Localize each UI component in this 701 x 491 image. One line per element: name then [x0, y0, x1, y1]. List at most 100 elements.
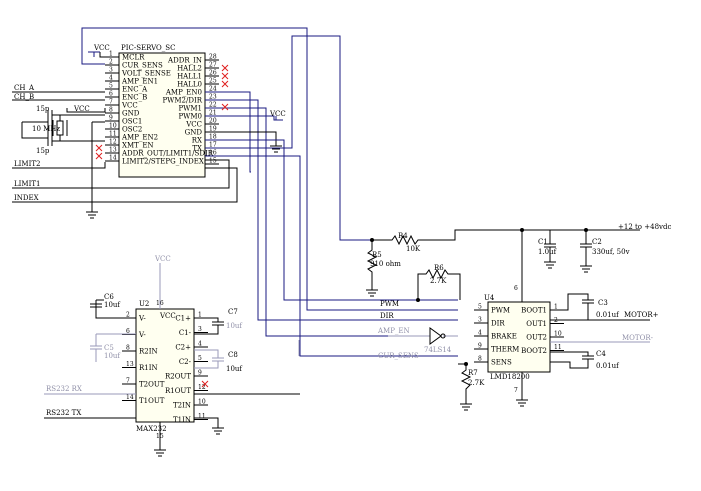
pin-number: 27	[209, 62, 217, 69]
pin-label: BRAKE	[491, 333, 517, 341]
vcc-label-u1: VCC	[93, 44, 110, 52]
junction-dot	[416, 298, 420, 302]
pin-number: 10	[109, 123, 117, 130]
wire-gnd-r	[205, 131, 277, 146]
pin-label: VCC	[185, 121, 202, 129]
ground-icon	[580, 265, 592, 273]
pin-number: 1	[554, 304, 558, 311]
pin-number: 16	[209, 150, 217, 157]
c5-value: 10uf	[104, 352, 121, 360]
pin-number: 26	[209, 70, 217, 77]
c1-ref: C1	[538, 238, 548, 246]
c5-ref: C5	[104, 344, 114, 352]
ground-icon	[154, 449, 166, 457]
pin-label: T2IN	[173, 402, 191, 410]
pin-label: PWM	[491, 307, 510, 315]
dir-label: DIR	[380, 312, 394, 320]
pin-label: V-	[138, 331, 146, 339]
vcc-label-u1r: VCC	[269, 110, 286, 118]
pin-label: PWM0	[178, 113, 202, 121]
rs232-tx-label: RS232 TX	[46, 409, 81, 417]
pin-number: 19	[209, 126, 217, 133]
vcc-label-u2: VCC	[154, 255, 171, 263]
r5-value: 910 ohm	[370, 260, 401, 268]
pin-label: PWM2/DIR	[162, 97, 202, 105]
pin-number: 3	[109, 67, 113, 74]
pin-label: R1OUT	[165, 387, 191, 395]
u2-name: MAX232	[136, 425, 167, 433]
wire-c4	[550, 351, 594, 369]
pin-number: 5	[478, 304, 482, 311]
pin-number: 15	[209, 158, 217, 165]
c5-symbol	[90, 333, 136, 362]
c8-symbol	[194, 349, 224, 369]
pin-number: 7	[126, 378, 130, 385]
vcc-icon	[88, 51, 100, 57]
u1-name: PIC-SERVO_SC	[121, 44, 175, 52]
ground-icon	[270, 145, 282, 153]
pwm-label: PWM	[380, 300, 399, 308]
ground-icon	[86, 211, 98, 219]
pin-label: OUT1	[526, 320, 547, 328]
pin-number: 20	[209, 118, 217, 125]
u2-ref: U2	[139, 300, 149, 308]
pin-label: R2OUT	[165, 373, 191, 381]
u4-name: LMD18200	[490, 373, 530, 381]
ground-icon	[366, 289, 378, 297]
pin-label: C2+	[175, 344, 191, 352]
inverter-label: 74LS14	[424, 346, 452, 354]
pin-number: 1	[109, 51, 113, 58]
pin-number: 7	[109, 99, 113, 106]
pin-label: LIMIT2/STEPG_INDEX	[122, 158, 204, 166]
c4-value: 0.01uf	[596, 362, 620, 370]
pin-number: 10	[198, 399, 206, 406]
pin-number: 2	[109, 59, 113, 66]
pin-label: DIR	[491, 320, 505, 328]
pin-number: 18	[209, 134, 217, 141]
c2-ref: C2	[592, 238, 602, 246]
pin-number: 9	[109, 115, 113, 122]
c7-symbol	[194, 317, 224, 335]
u4-body	[487, 301, 551, 373]
motor-plus-label: MOTOR+	[624, 311, 659, 319]
crystal-label: 10 MHz	[32, 125, 60, 133]
pin-label: R2IN	[139, 348, 158, 356]
wire-out1-c3	[550, 293, 650, 321]
wire-amp-en	[205, 107, 388, 337]
c-osc2-label: 15p	[36, 147, 50, 155]
ground-icon	[460, 403, 472, 411]
pin-number: 22	[209, 102, 217, 109]
vcc-label-osc: VCC	[73, 105, 90, 113]
pin-label: OSC2	[122, 126, 142, 134]
pin-label: C1-	[179, 329, 192, 337]
pin-number: 8	[126, 345, 130, 352]
u4-ref: U4	[484, 294, 495, 302]
r7-ref: R7	[468, 369, 478, 377]
pin-number: 6	[126, 328, 130, 335]
r5-ref: R5	[372, 251, 382, 259]
u2-vcc-pin-label: VCC	[159, 312, 176, 320]
u2-body	[135, 308, 195, 423]
r4-symbol	[372, 229, 640, 246]
c7-ref: C7	[228, 308, 238, 316]
inverter-symbol	[429, 327, 446, 345]
no-connect-icon	[95, 64, 229, 388]
wire-ch-ab	[12, 91, 105, 101]
wire-osc	[21, 108, 106, 146]
pin-number: 1	[198, 312, 202, 319]
pin-label: OUT2	[526, 334, 547, 342]
pin-label: ADDR_IN	[167, 57, 202, 65]
c8-ref: C8	[228, 351, 238, 359]
pin-label: BOOT2	[521, 347, 547, 355]
pin-label: C2-	[179, 358, 192, 366]
motor-minus-label: MOTOR-	[622, 334, 654, 342]
pin-label: ENC_B	[122, 94, 147, 102]
pin-label: T1IN	[173, 416, 191, 424]
pin-label: ENC_A	[122, 86, 148, 94]
r5-symbol	[366, 240, 378, 290]
c1-value: 1.0uf	[538, 248, 558, 256]
